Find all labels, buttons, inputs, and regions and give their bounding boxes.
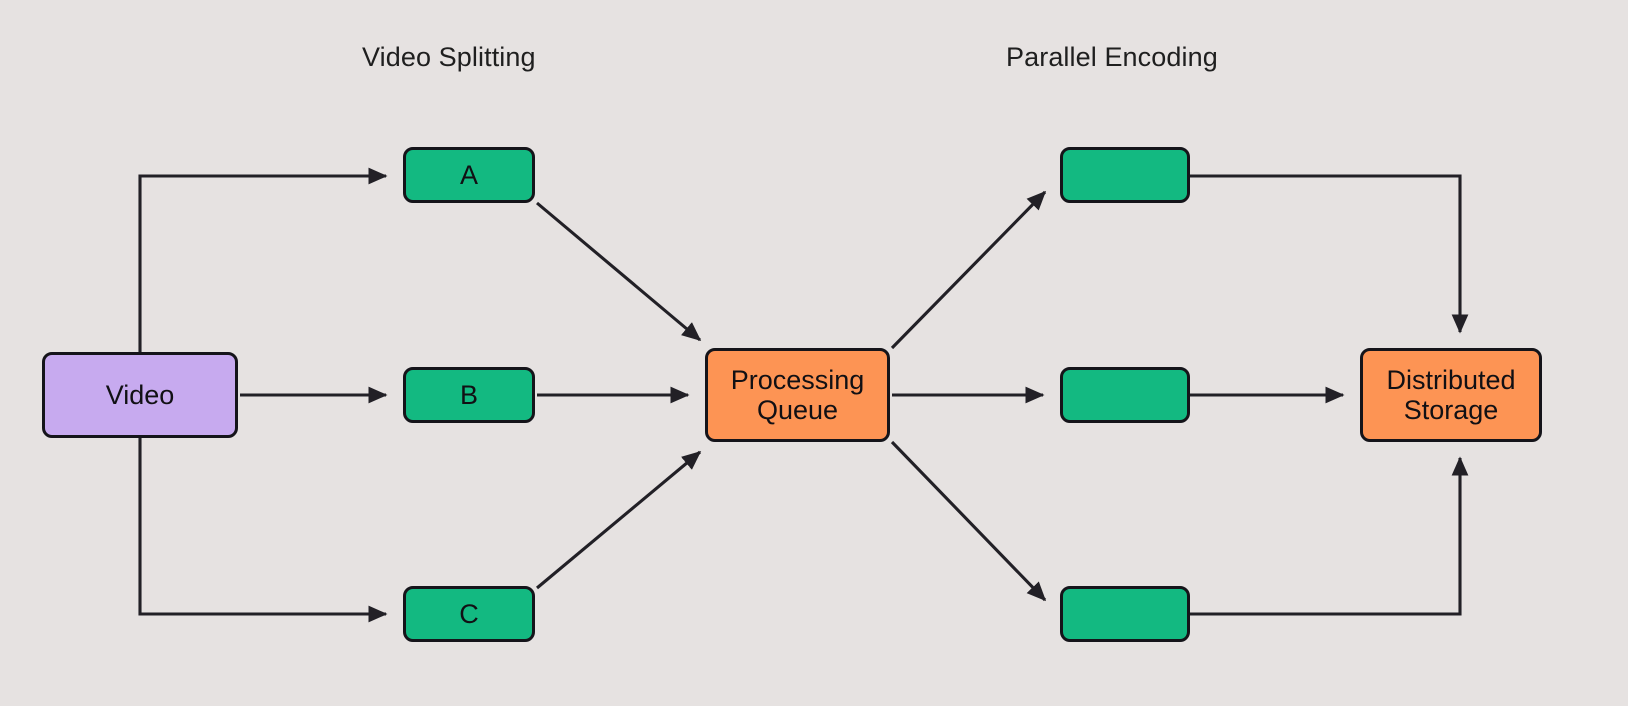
node-distributed-storage[interactable]: Distributed Storage <box>1360 348 1542 442</box>
section-title-video-splitting: Video Splitting <box>362 42 536 72</box>
node-encoder-bottom[interactable] <box>1060 586 1190 642</box>
node-chunk-b-label: B <box>459 379 478 410</box>
edge-encoder-bottom-to-distributed-storage <box>1190 456 1469 616</box>
node-encoder-top[interactable] <box>1060 147 1190 203</box>
node-chunk-a[interactable]: A <box>403 147 535 203</box>
node-video-label: Video <box>105 379 175 410</box>
node-chunk-c[interactable]: C <box>403 586 535 642</box>
node-chunk-a-label: A <box>459 159 478 190</box>
edge-chunk-a-to-processing-queue <box>536 201 702 342</box>
section-title-parallel-encoding: Parallel Encoding <box>1006 42 1218 72</box>
node-distributed-storage-label: Distributed Storage <box>1386 364 1516 425</box>
node-encoder-middle[interactable] <box>1060 367 1190 423</box>
node-chunk-b[interactable]: B <box>403 367 535 423</box>
edge-chunk-c-to-processing-queue <box>536 450 702 590</box>
node-processing-queue[interactable]: Processing Queue <box>705 348 890 442</box>
edge-encoder-top-to-distributed-storage <box>1190 174 1469 334</box>
node-chunk-c-label: C <box>459 598 479 629</box>
node-processing-queue-label: Processing Queue <box>730 364 865 425</box>
edge-processing-queue-to-encoder-bottom <box>890 440 1047 602</box>
node-video[interactable]: Video <box>42 352 238 438</box>
edge-processing-queue-to-encoder-top <box>890 190 1047 350</box>
